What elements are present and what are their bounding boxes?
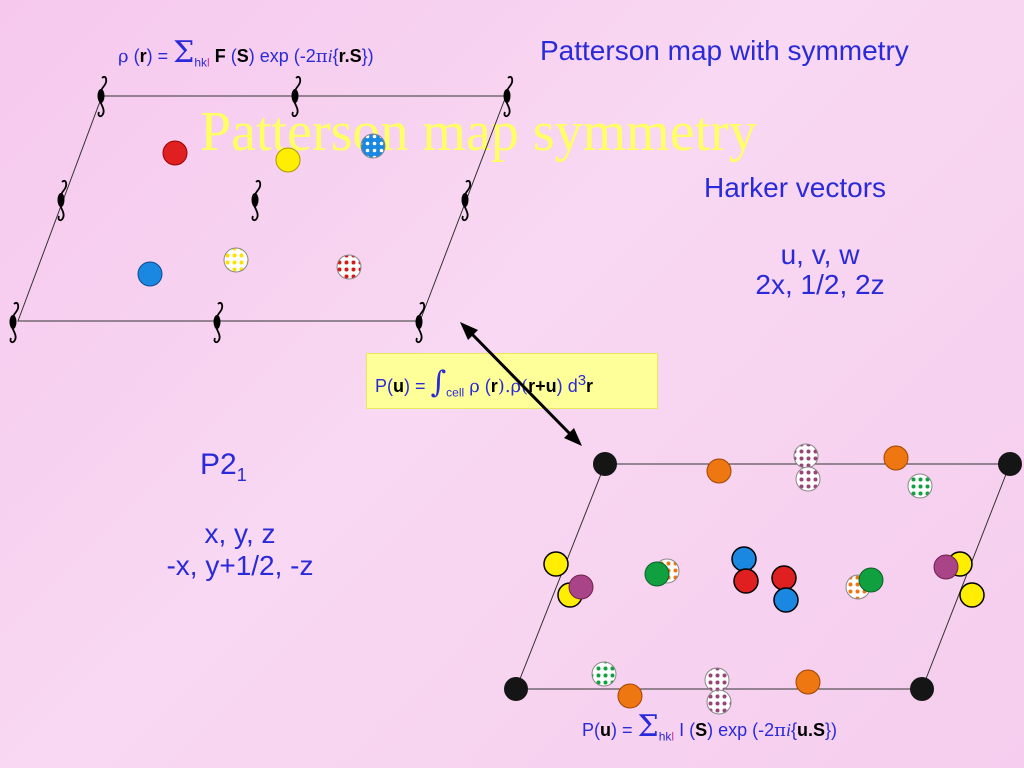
operator-1: x, y, z — [204, 518, 276, 549]
d-symbol: d — [567, 376, 578, 396]
peak-purple-symmetry — [795, 466, 821, 492]
u-dot-s: u.S — [797, 720, 826, 740]
peak-red — [771, 565, 797, 591]
u-vector: u — [393, 376, 404, 396]
idx-l: l — [671, 729, 675, 744]
peak-green — [858, 567, 884, 593]
peak-blue — [731, 546, 757, 572]
operator-2: -x, y+1/2, -z — [166, 550, 314, 581]
screw-axis-icon — [414, 301, 426, 344]
peak-purple — [933, 554, 959, 580]
peak-orange — [883, 445, 909, 471]
peak-orange — [706, 458, 732, 484]
screw-axis-icon — [56, 179, 68, 222]
screw-axis-icon — [460, 179, 472, 222]
idx-l: l — [207, 55, 210, 70]
screw-axis-icon — [8, 301, 20, 344]
sigma-symbol: Σ — [637, 709, 659, 744]
atom-red-symmetry — [336, 254, 362, 280]
i-term: I ( — [679, 720, 696, 740]
cube-sup: 3 — [577, 372, 587, 389]
peak-red — [733, 568, 759, 594]
rho-product: ).ρ( — [497, 376, 529, 397]
exp-term: ) exp (-2 — [707, 720, 775, 740]
peak-purple-symmetry — [706, 689, 732, 715]
sigma-symbol: Σ — [173, 35, 195, 70]
density-cell-outline — [17, 95, 507, 322]
density-cell — [8, 75, 514, 344]
patterson-cell-outline — [515, 463, 1011, 690]
peak-green — [644, 561, 670, 587]
peak-yellow — [543, 551, 569, 577]
p-open: P( — [582, 720, 600, 740]
patterson-cell — [504, 443, 1022, 715]
idx-h: h — [658, 729, 666, 744]
harker-vectors: u, v, w 2x, 1/2, 2z — [700, 240, 940, 300]
r-vector: r — [490, 376, 498, 396]
page-title: Patterson map with symmetry — [540, 35, 909, 66]
idx-h: h — [194, 55, 202, 70]
peak-green-symmetry — [591, 661, 617, 687]
p-open: P( — [375, 376, 393, 396]
imag-i: i — [327, 46, 333, 66]
symmetry-operators: x, y, z -x, y+1/2, -z — [120, 518, 360, 582]
harker-heading: Harker vectors — [704, 172, 887, 203]
harker-line-1: u, v, w — [780, 239, 860, 270]
pi-symbol: π — [315, 46, 328, 67]
u-vector: u — [600, 720, 611, 740]
idx-k: k — [665, 729, 672, 744]
s-vector: S — [236, 46, 249, 66]
pi-symbol: π — [774, 720, 786, 741]
space-group-sub: 1 — [236, 465, 247, 485]
atom-yellow-symmetry — [223, 247, 249, 273]
atom-blue-symmetry — [360, 133, 386, 159]
screw-axis-icon — [502, 75, 514, 118]
peak-green-symmetry — [907, 473, 933, 499]
rho-symbol: ρ — [118, 46, 129, 67]
atom-yellow — [275, 147, 301, 173]
idx-k: k — [201, 55, 208, 70]
transform-arrow — [460, 322, 582, 446]
harker-line-2: 2x, 1/2, 2z — [755, 269, 885, 300]
peak-purple-symmetry — [793, 443, 819, 469]
equals: ) = — [404, 376, 431, 396]
exp-term: exp (-2 — [259, 46, 316, 66]
atom-red — [162, 140, 188, 166]
patterson-equation: P(u) = Σhkl I (S) exp (-2πi{u.S}) — [582, 709, 838, 744]
close-brace: }) — [361, 46, 374, 66]
screw-axis-icon — [250, 179, 262, 222]
space-group-label: P21 — [200, 448, 247, 486]
peak-yellow — [959, 582, 985, 608]
origin-peak — [504, 677, 528, 701]
peak-orange — [795, 669, 821, 695]
density-equation: ρ (r) = Σhkl F (S) exp (-2πi{r.S}) — [118, 35, 374, 70]
s-vector: S — [695, 720, 708, 740]
peak-blue — [773, 587, 799, 613]
origin-peak — [593, 452, 617, 476]
peak-purple-symmetry — [704, 667, 730, 693]
cell-sub: cell — [446, 385, 465, 400]
integral-box — [366, 353, 658, 409]
origin-peak — [910, 677, 934, 701]
atom-blue — [137, 261, 163, 287]
space-group-base: P2 — [200, 448, 237, 481]
r-vector: r — [139, 46, 147, 66]
integral-symbol: ∫ — [430, 365, 447, 400]
f-symbol: F — [214, 46, 226, 66]
imag-i: i — [786, 720, 792, 740]
close-brace: }) — [825, 720, 838, 740]
origin-peak — [998, 452, 1022, 476]
rho-symbol: ρ — [469, 376, 480, 397]
screw-axis-icon — [212, 301, 224, 344]
peak-orange — [617, 683, 643, 709]
r-plus-u: r+u — [528, 376, 557, 396]
equals: = — [152, 46, 174, 66]
close-paren: ) — [556, 376, 563, 396]
r-dot-s: r.S — [338, 46, 362, 66]
peak-purple — [568, 574, 594, 600]
patterson-integral: P(u) = ∫cell ρ (r).ρ(r+u) d3r — [375, 365, 594, 400]
equals: ) = — [611, 720, 638, 740]
r-vector: r — [586, 376, 594, 396]
